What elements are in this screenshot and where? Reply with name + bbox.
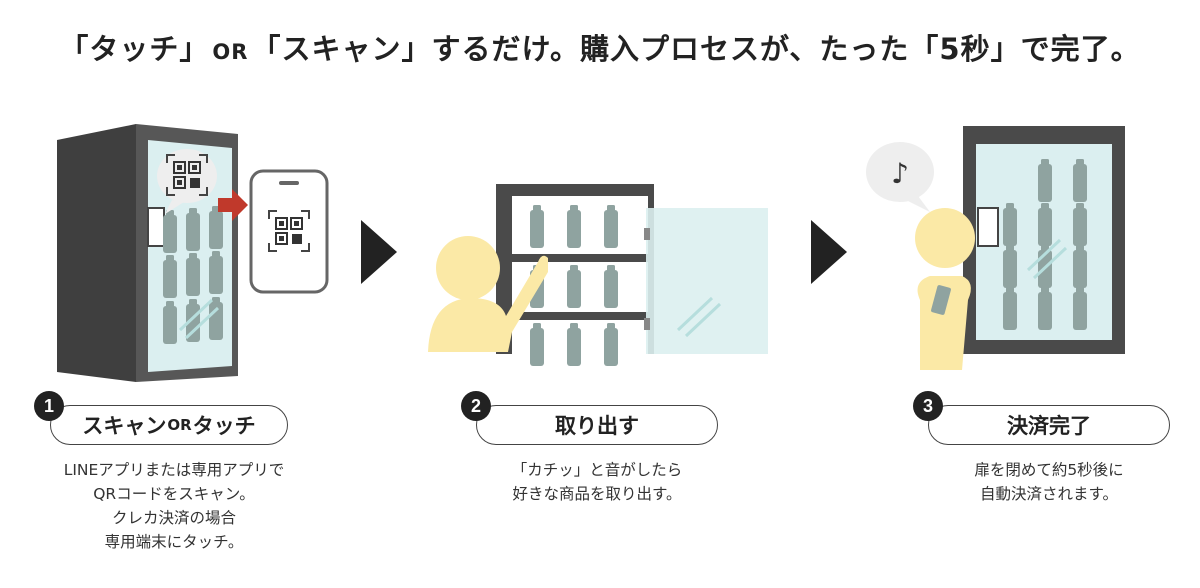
step-arrow-icon	[361, 220, 397, 284]
person-standing-icon	[915, 208, 975, 370]
arrow-right-icon	[218, 189, 248, 221]
person-reaching-icon	[428, 236, 548, 352]
headline-part2: 「スキャン」するだけ。購入プロセスが、たった「5秒」で完了。	[251, 32, 1141, 66]
step2-title: 取り出す	[476, 405, 718, 445]
process-illustration: ♪	[57, 124, 1125, 382]
step2-badge: 2	[461, 391, 491, 421]
step1-title-or: OR	[167, 416, 192, 434]
step1-title-b: タッチ	[192, 414, 256, 438]
step3-badge: 3	[913, 391, 943, 421]
headline-or: OR	[212, 40, 249, 64]
step3-title: 決済完了	[928, 405, 1170, 445]
step1-description: LINEアプリまたは専用アプリで QRコードをスキャン。 クレカ決済の場合 専用…	[63, 461, 285, 551]
step3-description: 扉を閉めて約5秒後に 自動決済されます。	[974, 461, 1124, 503]
step3-vending-machine	[963, 126, 1125, 354]
headline: 「タッチ」OR「スキャン」するだけ。購入プロセスが、たった「5秒」で完了。	[0, 26, 1200, 68]
music-note-icon: ♪	[866, 142, 934, 212]
headline-part1: 「タッチ」	[59, 32, 210, 66]
step1-title-a: スキャン	[82, 414, 167, 438]
music-note-glyph: ♪	[891, 157, 909, 190]
step1-badge: 1	[34, 391, 64, 421]
step-arrow-icon	[811, 220, 847, 284]
step2-description: 「カチッ」と音がしたら 好きな商品を取り出す。	[511, 461, 683, 503]
qr-code-icon	[157, 149, 217, 214]
smartphone-icon	[249, 169, 329, 294]
